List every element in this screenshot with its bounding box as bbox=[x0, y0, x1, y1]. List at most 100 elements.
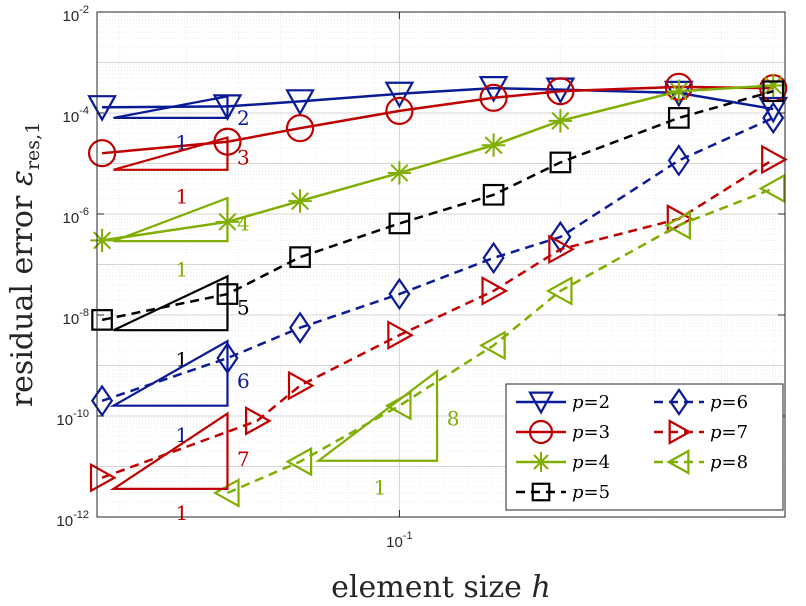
y-tick-label: 10-6 bbox=[63, 206, 89, 227]
x-axis-label: element size h bbox=[331, 570, 551, 605]
marker-triangle-left bbox=[478, 330, 506, 361]
series-line bbox=[226, 187, 774, 495]
marker-asterisk bbox=[531, 452, 551, 472]
marker-diamond bbox=[90, 384, 114, 418]
slope-triangle-shape bbox=[315, 369, 439, 462]
marker-asterisk bbox=[761, 73, 785, 98]
marker-triangle-right bbox=[244, 406, 272, 436]
marker-square bbox=[289, 246, 311, 268]
legend-label-eq: = bbox=[584, 452, 599, 473]
y-tick-base: 10 bbox=[63, 210, 80, 227]
slope-triangle-8: 81 bbox=[315, 369, 460, 500]
marker-diamond bbox=[288, 311, 312, 344]
legend-label-eq: = bbox=[722, 452, 737, 473]
marker-triangle-down bbox=[528, 391, 554, 415]
marker-triangle-down bbox=[384, 81, 415, 109]
y-axis-label-symbol: ε bbox=[5, 170, 40, 186]
legend-label-eq: = bbox=[584, 422, 599, 443]
slope-triangle-shape bbox=[109, 339, 229, 407]
legend-label-var: p bbox=[572, 452, 584, 473]
slope-rate-label: 4 bbox=[237, 211, 250, 235]
legend-label-var: p bbox=[572, 392, 584, 413]
series-8 bbox=[212, 173, 786, 508]
marker-triangle-down bbox=[758, 96, 789, 124]
legend-label-value: 2 bbox=[599, 392, 610, 413]
marker-circle bbox=[285, 114, 315, 143]
slope-rate-label: 2 bbox=[237, 106, 250, 130]
y-tick-exponent: -6 bbox=[79, 206, 89, 218]
marker-triangle-right bbox=[668, 419, 692, 445]
marker-triangle-left bbox=[666, 449, 690, 475]
y-tick-exponent: -12 bbox=[73, 509, 89, 521]
y-tick-exponent: -10 bbox=[73, 408, 89, 420]
marker-square bbox=[91, 309, 113, 331]
marker-triangle-left bbox=[285, 446, 313, 477]
marker-diamond bbox=[549, 220, 572, 254]
x-axis-label-variable: h bbox=[531, 570, 550, 605]
slope-run-label: 1 bbox=[176, 257, 189, 281]
marker-diamond bbox=[388, 277, 411, 311]
slope-rate-label: 8 bbox=[447, 406, 460, 430]
legend-label: p=2 bbox=[572, 392, 610, 413]
marker-triangle-down bbox=[87, 95, 117, 122]
marker-asterisk bbox=[481, 133, 506, 157]
legend-label-var: p bbox=[710, 392, 722, 413]
legend-entry-6: p=6 bbox=[654, 387, 748, 417]
legend-label: p=4 bbox=[572, 452, 610, 473]
y-tick-label: 10-4 bbox=[63, 105, 89, 126]
marker-triangle-left bbox=[758, 173, 786, 204]
marker-square bbox=[482, 183, 505, 206]
x-tick-label: 10-1 bbox=[386, 530, 412, 551]
slope-run-label: 1 bbox=[176, 185, 189, 209]
y-tick-base: 10 bbox=[56, 513, 73, 530]
series-lines bbox=[87, 72, 789, 508]
legend-box bbox=[505, 383, 784, 511]
marker-circle bbox=[385, 96, 414, 126]
marker-triangle-right bbox=[761, 144, 788, 175]
marker-square bbox=[531, 482, 551, 502]
series-line bbox=[101, 158, 774, 479]
slope-triangle-3: 31 bbox=[113, 136, 250, 209]
marker-triangle-right bbox=[89, 462, 117, 493]
marker-asterisk bbox=[667, 79, 691, 103]
legend-label: p=3 bbox=[572, 422, 610, 443]
y-axis-label: residual error εres,1 bbox=[5, 122, 44, 407]
legend-label: p=6 bbox=[710, 392, 748, 413]
y-tick-base: 10 bbox=[63, 109, 80, 126]
legend-entry-3: p=3 bbox=[516, 419, 610, 445]
slope-rate-label: 5 bbox=[237, 296, 250, 320]
marker-circle bbox=[528, 419, 554, 445]
y-tick-base: 10 bbox=[63, 8, 80, 25]
legend-entry-4: p=4 bbox=[516, 452, 610, 473]
slope-triangle-4: 41 bbox=[113, 196, 250, 281]
marker-triangle-right bbox=[548, 234, 576, 265]
legend-label-value: 6 bbox=[737, 392, 748, 413]
legend-entry-7: p=7 bbox=[654, 419, 748, 445]
y-axis-label-text: residual error bbox=[5, 186, 40, 407]
legend-label-var: p bbox=[710, 422, 722, 443]
marker-triangle-down bbox=[478, 76, 509, 103]
marker-triangle-down bbox=[285, 89, 315, 116]
marker-circle bbox=[87, 139, 117, 168]
y-tick-label: 10-12 bbox=[56, 509, 89, 530]
marker-triangle-left bbox=[664, 210, 691, 241]
legend-label-eq: = bbox=[584, 392, 599, 413]
legend-label-value: 4 bbox=[599, 452, 610, 473]
marker-circle bbox=[546, 77, 575, 106]
x-tick-base: 10 bbox=[386, 534, 403, 551]
legend-label-var: p bbox=[710, 452, 722, 473]
y-tick-base: 10 bbox=[56, 412, 73, 429]
marker-diamond bbox=[482, 241, 505, 275]
marker-asterisk bbox=[548, 109, 573, 133]
legend-label: p=7 bbox=[710, 422, 748, 443]
legend-label-eq: = bbox=[722, 422, 737, 443]
marker-asterisk bbox=[90, 228, 114, 253]
marker-square bbox=[388, 212, 411, 235]
series-line bbox=[101, 90, 774, 322]
series-4 bbox=[90, 73, 785, 253]
legend-label: p=5 bbox=[572, 482, 610, 503]
slope-triangle-7: 71 bbox=[109, 411, 250, 525]
legend-label-value: 8 bbox=[737, 452, 748, 473]
